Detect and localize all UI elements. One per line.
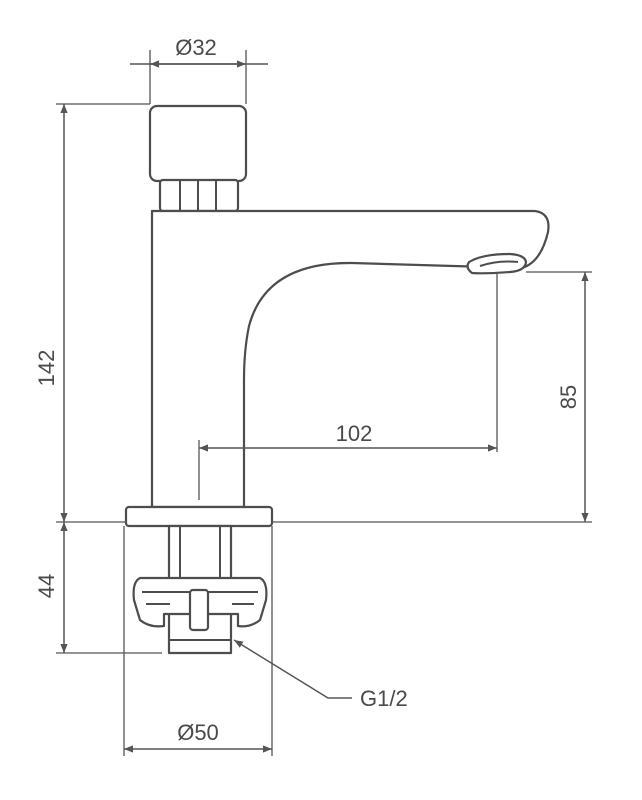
dimension-base-height: 44 [34,522,162,654]
dimension-spout-height: 85 [272,271,592,523]
label-top-diameter: Ø32 [175,35,217,60]
callout-thread: G1/2 [233,639,408,711]
dimension-top-diameter: Ø32 [130,35,268,104]
dimension-base-diameter: Ø50 [123,526,273,756]
base-plate [124,505,274,528]
label-base-height: 44 [34,574,59,598]
label-total-height: 142 [34,350,59,387]
push-button-cap [148,104,248,183]
dimension-spout-reach: 102 [198,272,498,500]
faucet-body [124,104,550,655]
label-base-diameter: Ø50 [177,720,219,745]
label-spout-height: 85 [556,385,581,409]
spout-aerator [466,252,528,275]
label-spout-reach: 102 [336,421,373,446]
dimension-total-height: 142 [34,103,150,523]
body-and-spout [150,209,550,509]
nut-wing [188,588,210,632]
label-thread: G1/2 [360,686,408,711]
